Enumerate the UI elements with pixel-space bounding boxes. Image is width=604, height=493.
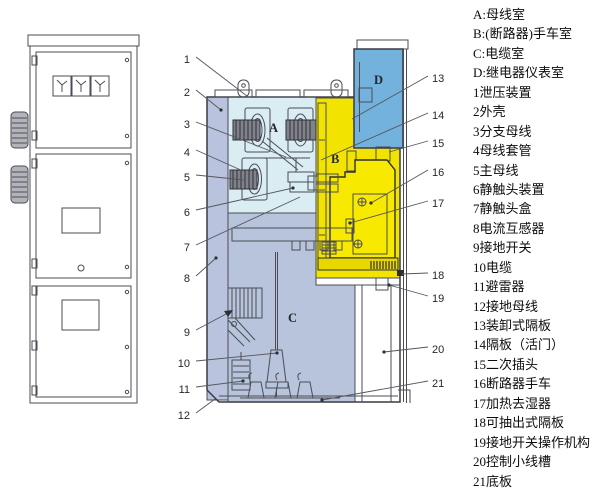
meter-icon: [71, 75, 91, 97]
legend-item: 16断路器手车: [473, 376, 552, 392]
callout-number-8: 8: [184, 273, 190, 285]
callout-number-10: 10: [178, 358, 190, 370]
handcart-bottom-rail: [317, 257, 404, 276]
callout-number-9: 9: [184, 327, 190, 339]
side-handle: [10, 111, 29, 149]
callout-number-14: 14: [432, 110, 444, 122]
meter-icon: [90, 75, 110, 97]
legend-item: 19接地开关操作机构: [473, 434, 591, 450]
callout-number-17: 17: [432, 198, 444, 210]
cable-terminals: [240, 372, 340, 399]
cabinet-body: [29, 45, 138, 404]
callout-number-12: 12: [178, 410, 190, 422]
legend-item: 18可抽出式隔板: [473, 415, 565, 431]
callout-number-4: 4: [184, 147, 190, 159]
callout-number-7: 7: [184, 242, 190, 254]
legend-item: 9接地开关: [473, 240, 532, 256]
callout-number-15: 15: [432, 138, 444, 150]
legend-item: 2外壳: [473, 104, 506, 120]
side-handle: [10, 165, 29, 204]
legend-item: D:继电器仪表室: [473, 65, 565, 81]
heater-unit: [345, 218, 355, 234]
door-knob: [77, 264, 85, 272]
front-door-lines: [219, 285, 398, 402]
static-contact-box: [287, 171, 319, 193]
legend-item: 11避雷器: [473, 279, 525, 295]
legend-item: 7静触头盒: [473, 201, 532, 217]
section-view: A B C D 1 2 3 4 5 6 7 8 9 10 11 12 13: [178, 39, 444, 422]
legend-item: 15二次插头: [473, 356, 539, 372]
callout-number-21: 21: [432, 378, 444, 390]
compartment-a-letter: A: [269, 121, 278, 135]
legend-item: 17加热去湿器: [473, 395, 552, 411]
legend-item: B:(断路器)手车室: [473, 26, 572, 42]
front-view: [10, 34, 140, 404]
current-transformer-duct: [231, 227, 353, 251]
shell-rear-band: [206, 96, 229, 401]
legend-item: 14隔板（活门）: [473, 337, 565, 353]
right-wall: [398, 49, 411, 403]
legend-item: 5主母线: [473, 162, 519, 178]
callouts-left: 1 2 3 4 5 6 7 8 9 10 11 12: [178, 54, 301, 422]
callout-number-1: 1: [184, 54, 190, 66]
surge-arrester: [231, 352, 251, 391]
callouts-right: 13 14 15 16 17 18 19 20 21: [320, 73, 444, 402]
callout-number-3: 3: [184, 119, 190, 131]
callout-number-5: 5: [184, 172, 190, 184]
legend-item: 8电流互感器: [473, 220, 545, 236]
door-hinges: [31, 55, 38, 396]
callout-number-20: 20: [432, 344, 444, 356]
lifting-eye: [330, 79, 343, 98]
door-screws: [124, 57, 130, 395]
compartment-d-letter: D: [374, 73, 383, 87]
callout-number-13: 13: [432, 73, 444, 85]
cabinet-top-cap: [27, 34, 140, 47]
callout-number-19: 19: [432, 293, 444, 305]
callout-number-11: 11: [179, 384, 190, 396]
earthing-switch: [227, 287, 263, 347]
middle-door: [35, 153, 132, 279]
callout-number-2: 2: [184, 87, 190, 99]
compartment-c-letter: C: [288, 311, 297, 325]
relay-instrument-box: [353, 39, 409, 149]
legend: A:母线室 B:(断路器)手车室 C:电缆室 D:继电器仪表室 1泄压装置 2外…: [473, 5, 603, 491]
instrument-door: [35, 51, 132, 149]
legend-item: 13装卸式隔板: [473, 318, 552, 333]
legend-item: 12接地母线: [473, 298, 539, 314]
figure-drawing: A B C D 1 2 3 4 5 6 7 8 9 10 11 12 13: [10, 34, 444, 422]
callout-number-16: 16: [432, 167, 444, 179]
lifting-eye: [237, 79, 250, 98]
legend-item: 4母线套管: [473, 143, 532, 159]
middle-door-window: [61, 207, 101, 234]
legend-item: 6静触头装置: [473, 181, 545, 197]
legend-item: 3分支母线: [473, 123, 532, 139]
callout-number-6: 6: [184, 207, 190, 219]
legend-item: 20控制小线槽: [473, 454, 552, 470]
meter-icon: [52, 75, 72, 97]
branch-busbar: [252, 137, 310, 172]
pressure-relief-plates: [214, 89, 349, 98]
legend-item: 21底板: [473, 473, 513, 489]
busbar-bushing: [285, 107, 317, 153]
legend-item: A:母线室: [473, 7, 526, 22]
callout-number-18: 18: [432, 270, 444, 282]
legend-item: 1泄压装置: [473, 84, 532, 100]
compartment-b-letter: B: [331, 152, 339, 166]
legend-item: C:电缆室: [473, 45, 525, 61]
legend-item: 10电缆: [473, 259, 513, 275]
lower-door-window: [61, 299, 100, 331]
lower-door: [35, 285, 132, 398]
